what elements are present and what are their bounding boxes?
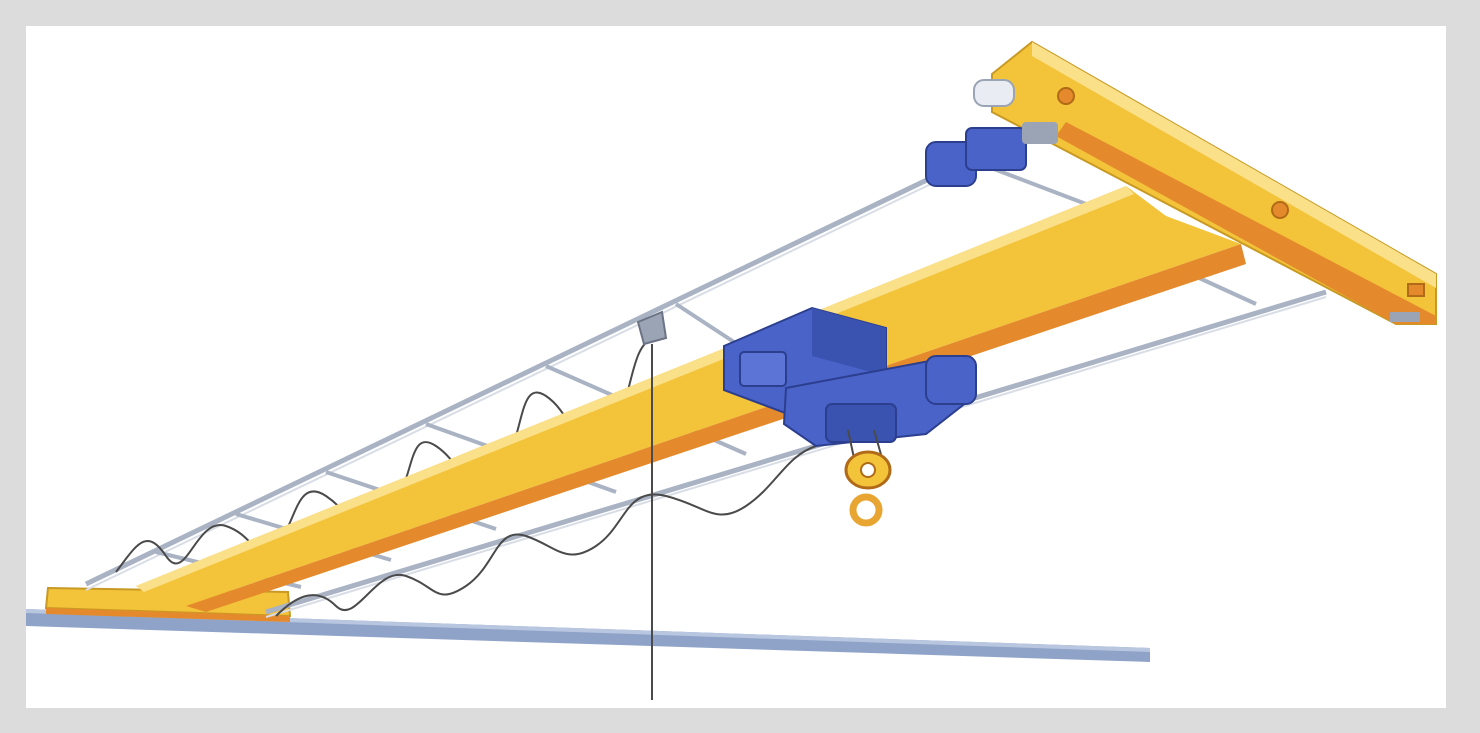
end-truck-left bbox=[44, 586, 292, 622]
illustration-panel bbox=[26, 26, 1446, 708]
hook-block bbox=[844, 429, 892, 527]
crane-illustration bbox=[26, 40, 1437, 700]
runway-rail bbox=[26, 609, 1150, 662]
end-carriage-right bbox=[973, 40, 1437, 325]
hoist-trolley bbox=[723, 306, 977, 448]
pendant-control bbox=[636, 310, 668, 700]
main-girder bbox=[136, 186, 1246, 612]
bridge-drive-motor bbox=[925, 122, 1058, 187]
